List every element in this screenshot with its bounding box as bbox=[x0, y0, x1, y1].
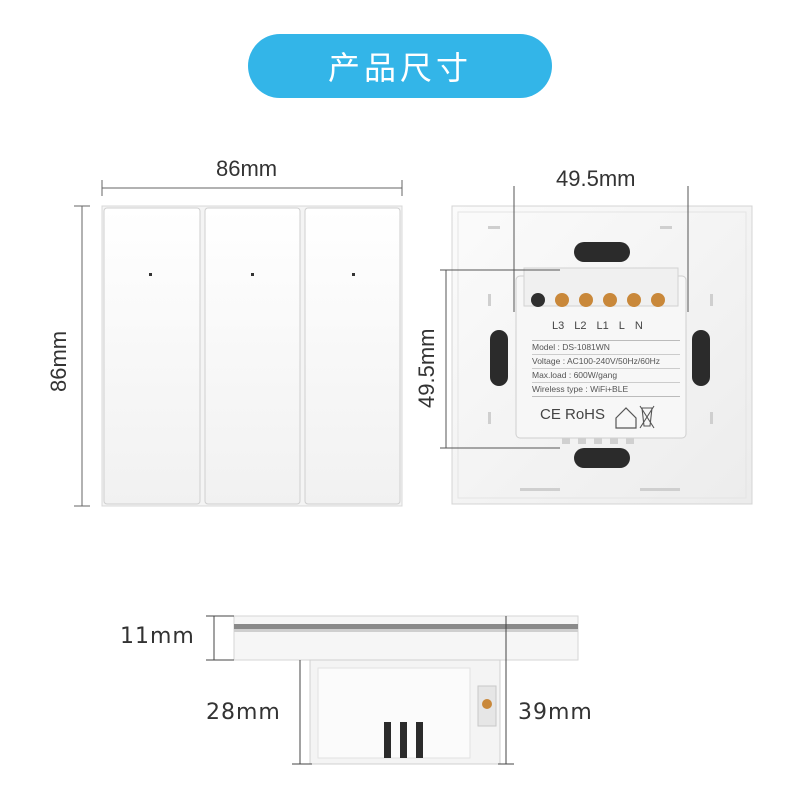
indicator-led-3 bbox=[352, 273, 355, 276]
spec-line: Wireless type : WiFi+BLE bbox=[532, 384, 629, 394]
terminal-labels: L3 L2 L1 L N bbox=[552, 320, 682, 332]
title-banner: 产品尺寸 bbox=[248, 34, 552, 98]
terminal-label: L bbox=[618, 320, 625, 332]
back-view bbox=[440, 186, 753, 505]
front-width-label: 86mm bbox=[216, 156, 278, 181]
terminal-label: L1 bbox=[596, 320, 609, 332]
rocker-button-3 bbox=[304, 207, 401, 505]
plate-thickness-label: 11mm bbox=[120, 624, 195, 649]
back-width-label: 49.5mm bbox=[556, 166, 636, 191]
total-depth-label: 39mm bbox=[518, 700, 593, 725]
rocker-button-2 bbox=[204, 207, 301, 505]
side-view bbox=[206, 615, 579, 765]
title-text: 产品尺寸 bbox=[327, 49, 472, 87]
certification-marks: CE RoHS bbox=[540, 406, 606, 423]
house-icon bbox=[615, 407, 637, 429]
back-height-label: 49.5mm bbox=[414, 328, 439, 408]
box-depth-label: 28mm bbox=[206, 700, 281, 725]
terminal-label: L2 bbox=[574, 320, 587, 332]
indicator-led-1 bbox=[149, 273, 152, 276]
terminal-label: N bbox=[634, 320, 643, 332]
rocker-button-1 bbox=[103, 207, 201, 505]
spec-line: Model : DS-1081WN bbox=[532, 341, 680, 355]
terminal-label: L3 bbox=[552, 320, 565, 332]
front-height-label: 86mm bbox=[46, 330, 71, 392]
spec-line: Max.load : 600W/gang bbox=[532, 369, 680, 383]
weee-bin-icon bbox=[639, 405, 655, 429]
spec-line: Voltage : AC100-240V/50Hz/60Hz bbox=[532, 355, 680, 369]
front-view bbox=[74, 180, 403, 507]
indicator-led-2 bbox=[251, 273, 254, 276]
spec-label-block: Model : DS-1081WN Voltage : AC100-240V/5… bbox=[532, 340, 680, 397]
